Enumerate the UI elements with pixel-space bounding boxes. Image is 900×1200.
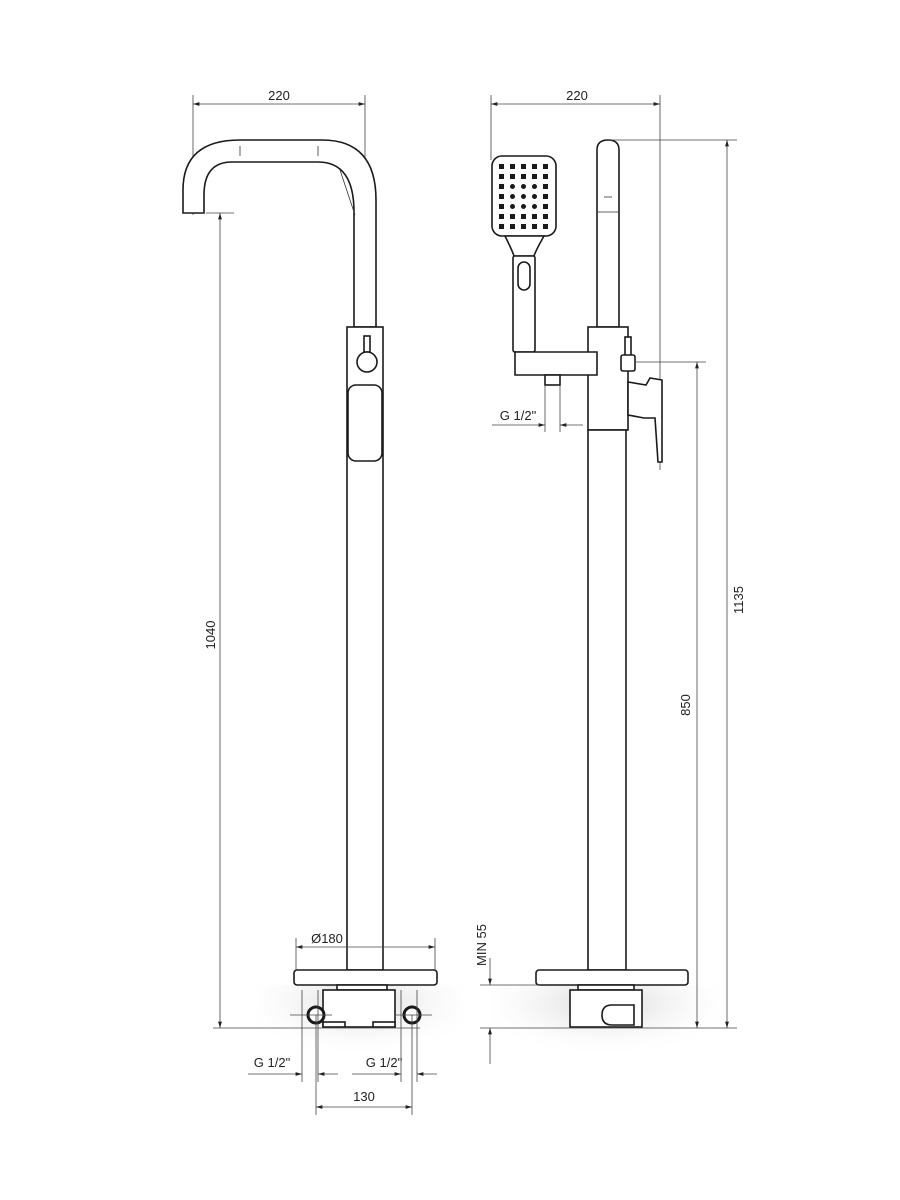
nozzle [499,214,504,219]
nozzle [510,194,515,199]
inlet-right-label: G 1/2" [366,1055,403,1070]
nozzle [532,174,537,179]
shower-holder-pipe [596,139,620,328]
nozzle [532,164,537,169]
mixer-lever-side [627,377,663,463]
nozzle [499,224,504,229]
height-dimension-label: 1040 [203,621,218,650]
bath-spout [514,351,598,376]
width-dimension-label: 220 [268,88,290,103]
spout-aerator-detail [339,169,356,216]
diverter-stem [363,335,371,353]
nozzle [543,224,548,229]
inlet-left-label: G 1/2" [254,1055,291,1070]
nozzle [521,174,526,179]
base-plate [293,969,438,986]
nozzle [521,164,526,169]
diverter-knob-side [620,354,636,372]
front-view: 220 1040 Ø180 [182,88,438,1115]
nozzle [543,204,548,209]
nozzle [521,184,526,189]
nozzle [532,194,537,199]
diverter-knob [356,351,378,373]
inlet-connector [601,1004,635,1026]
nozzle [499,184,504,189]
side-column [587,429,627,971]
total-height-label: 1135 [731,586,746,614]
shower-nozzles [499,164,548,229]
base-diameter-label: Ø180 [311,931,343,946]
nozzle [521,224,526,229]
nozzle [532,214,537,219]
nozzle [521,204,526,209]
mixer-lever [347,384,383,462]
nozzle [510,184,515,189]
nozzle [532,224,537,229]
nozzle [499,204,504,209]
hand-shower [491,155,557,353]
side-view: 220 1135 850 [474,88,746,1064]
floor-mount-box [322,989,396,1028]
spout-outlet [544,374,561,386]
floor-depth-label: MIN 55 [474,924,489,966]
nozzle [499,164,504,169]
nozzle [521,194,526,199]
nozzle [543,164,548,169]
nozzle [543,214,548,219]
spray-button [517,261,531,291]
nozzle [499,174,504,179]
inlet-spacing-label: 130 [353,1089,375,1104]
nozzle [510,214,515,219]
nozzle [510,204,515,209]
spout [182,139,377,328]
nozzle [499,194,504,199]
side-base-plate [535,969,689,986]
nozzle [510,224,515,229]
nozzle [521,214,526,219]
nozzle [543,174,548,179]
outlet-label: G 1/2" [500,408,537,423]
nozzle [543,194,548,199]
nozzle [510,164,515,169]
nozzle [543,184,548,189]
mixer-body [587,326,629,431]
nozzle [532,184,537,189]
spout-height-label: 850 [678,694,693,716]
nozzle [510,174,515,179]
side-width-label: 220 [566,88,588,103]
diverter-stem-side [624,336,632,358]
nozzle [532,204,537,209]
